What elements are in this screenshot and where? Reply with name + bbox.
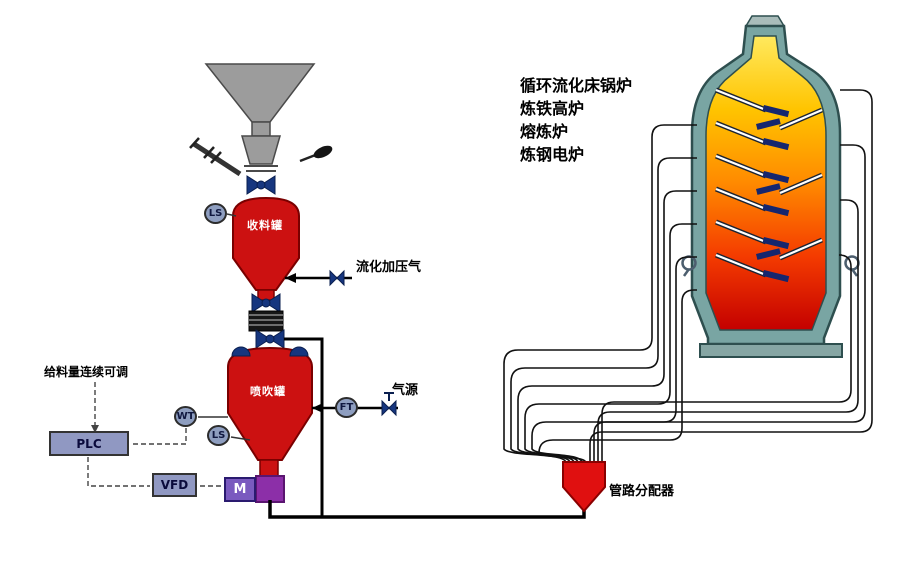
fluidization-gas-line: [285, 269, 352, 287]
inlet-valve-icon: [246, 175, 276, 195]
hand-wheel-icon: [299, 145, 333, 163]
gas-source-label: 气源: [392, 383, 419, 398]
application-item: 炼铁高炉: [520, 99, 585, 118]
injection-lances-right: [756, 107, 823, 261]
fluidization-gas-label: 流化加压气: [356, 260, 422, 275]
furnace-interior: [705, 35, 827, 331]
injection-tank-label: 喷吹罐: [250, 385, 286, 398]
injection-lances-left: [715, 87, 790, 283]
receiving-tank-label: 收料罐: [247, 219, 283, 232]
weight-sensor: WT: [174, 406, 197, 427]
pipe-distributor: [562, 461, 606, 513]
motor-box: M: [224, 477, 256, 502]
application-item: 循环流化床锅炉: [520, 76, 633, 95]
vfd-box: VFD: [152, 473, 197, 497]
inter-tank-valve-icon: [251, 293, 281, 313]
ls-upper-connector: [226, 213, 237, 217]
flow-sensor: FT: [335, 397, 358, 418]
distributor-label: 管路分配器: [609, 484, 675, 499]
inlet-pipe: [189, 137, 242, 177]
ls-lower-connector: [230, 436, 251, 441]
level-sensor-upper: LS: [204, 203, 227, 224]
tuyere-hook-right: [844, 255, 860, 277]
furnace-top-cap: [744, 15, 786, 27]
plc-box: PLC: [49, 431, 129, 456]
application-item: 熔炼炉: [520, 122, 569, 141]
furnace: [681, 15, 860, 358]
feed-note-label: 给料量连续可调: [44, 365, 129, 379]
injection-tank: [227, 346, 313, 503]
bypass-pipe: [284, 337, 324, 516]
level-sensor-lower: LS: [207, 425, 230, 446]
receiving-tank: [232, 196, 300, 301]
feed-hopper: [204, 63, 316, 172]
distribution-pipes: [503, 89, 873, 464]
furnace-base: [699, 343, 843, 358]
bellows-connector: [248, 310, 284, 332]
injection-tank-inlet-valve-icon: [255, 329, 285, 349]
discharge-pipe: [268, 500, 586, 519]
control-signal-lines: [87, 382, 222, 487]
control-arrow: [91, 425, 99, 433]
furnace-application-list: 循环流化床锅炉 炼铁高炉 熔炼炉 炼钢电炉: [520, 74, 632, 166]
application-item: 炼钢电炉: [520, 145, 585, 164]
